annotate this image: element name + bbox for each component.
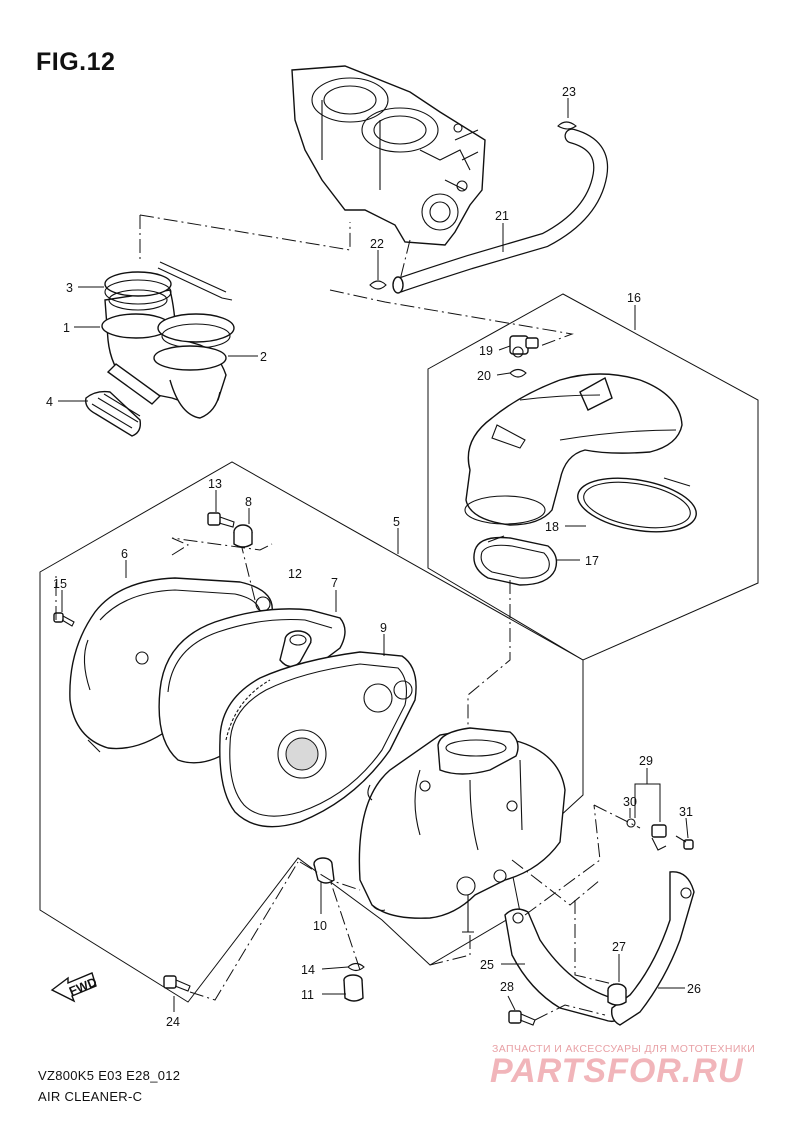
- carburetor-assembly: [291, 65, 486, 246]
- section-name: AIR CLEANER-C: [38, 1089, 143, 1104]
- bolt-28: [508, 1010, 536, 1026]
- model-code: VZ800K5 E03 E28_012: [38, 1068, 181, 1083]
- callout-labels: 3 1 2 4 5 6 7 8 9 10 11 12 13 14 15 16 1…: [46, 85, 701, 1029]
- intake-tube-assembly: [101, 261, 235, 419]
- leader-lines: [58, 98, 689, 1012]
- fwd-arrow-icon: FWD: [50, 972, 99, 1003]
- clamp-22: [369, 280, 387, 290]
- bolt-24: [163, 975, 191, 992]
- callout-27: 27: [612, 940, 626, 954]
- callout-4: 4: [46, 395, 53, 409]
- callout-6: 6: [121, 547, 128, 561]
- frame-air-cleaner-group: [39, 461, 584, 1003]
- callout-12: 12: [288, 567, 302, 581]
- callout-22: 22: [370, 237, 384, 251]
- screw-15: [53, 612, 75, 627]
- callout-23: 23: [562, 85, 576, 99]
- intake-pipe-16: [464, 373, 683, 526]
- watermark-tagline: ЗАПЧАСТИ И АКСЕССУАРЫ ДЛЯ МОТОТЕХНИКИ: [492, 1043, 756, 1055]
- callout-18: 18: [545, 520, 559, 534]
- clamp-23: [557, 121, 577, 130]
- callout-3: 3: [66, 281, 73, 295]
- collar-8: [233, 524, 253, 548]
- cap-11: [343, 974, 364, 1002]
- callout-30: 30: [623, 795, 637, 809]
- filter-element-9: [219, 651, 417, 828]
- callout-15: 15: [53, 577, 67, 591]
- o-ring-30: [626, 818, 636, 828]
- gasket-17: [473, 536, 558, 586]
- damper-27: [607, 983, 627, 1006]
- callout-17: 17: [585, 554, 599, 568]
- rubber-joint-4: [85, 363, 162, 437]
- callout-10: 10: [313, 919, 327, 933]
- callout-11: 11: [301, 988, 314, 1002]
- grommet-12: [279, 630, 312, 668]
- bolt-13: [207, 512, 235, 528]
- callout-16: 16: [627, 291, 641, 305]
- breather-29: [651, 824, 667, 851]
- callout-20: 20: [477, 369, 491, 383]
- seal-ring-18: [577, 477, 697, 533]
- callout-19: 19: [479, 344, 493, 358]
- callout-26: 26: [687, 982, 701, 996]
- hose-21: [392, 128, 609, 294]
- fitting-19: [509, 335, 539, 358]
- callout-7: 7: [331, 576, 338, 590]
- figure-title: FIG.12: [36, 48, 116, 76]
- callout-31: 31: [679, 805, 693, 819]
- callout-9: 9: [380, 621, 387, 635]
- fwd-label: FWD: [67, 975, 99, 999]
- clamp-14: [347, 962, 365, 972]
- watermark-brand: PARTSFOR.RU: [490, 1052, 744, 1090]
- bracket-26: [610, 871, 695, 1026]
- callout-13: 13: [208, 477, 222, 491]
- collar-10: [313, 857, 335, 884]
- callout-14: 14: [301, 963, 315, 977]
- assembly-lines: [55, 214, 641, 1021]
- callout-2: 2: [260, 350, 267, 364]
- clip-20: [509, 368, 527, 378]
- screw-31: [675, 835, 694, 850]
- callout-8: 8: [245, 495, 252, 509]
- callout-25: 25: [480, 958, 494, 972]
- frame-intake-pipe-group: [427, 293, 759, 661]
- clamp-18-screw: [663, 477, 691, 487]
- air-cleaner-case: [358, 727, 566, 933]
- callout-21: 21: [495, 209, 509, 223]
- callout-5: 5: [393, 515, 400, 529]
- callout-1: 1: [63, 321, 70, 335]
- callout-29: 29: [639, 754, 653, 768]
- callout-28: 28: [500, 980, 514, 994]
- callout-24: 24: [166, 1015, 180, 1029]
